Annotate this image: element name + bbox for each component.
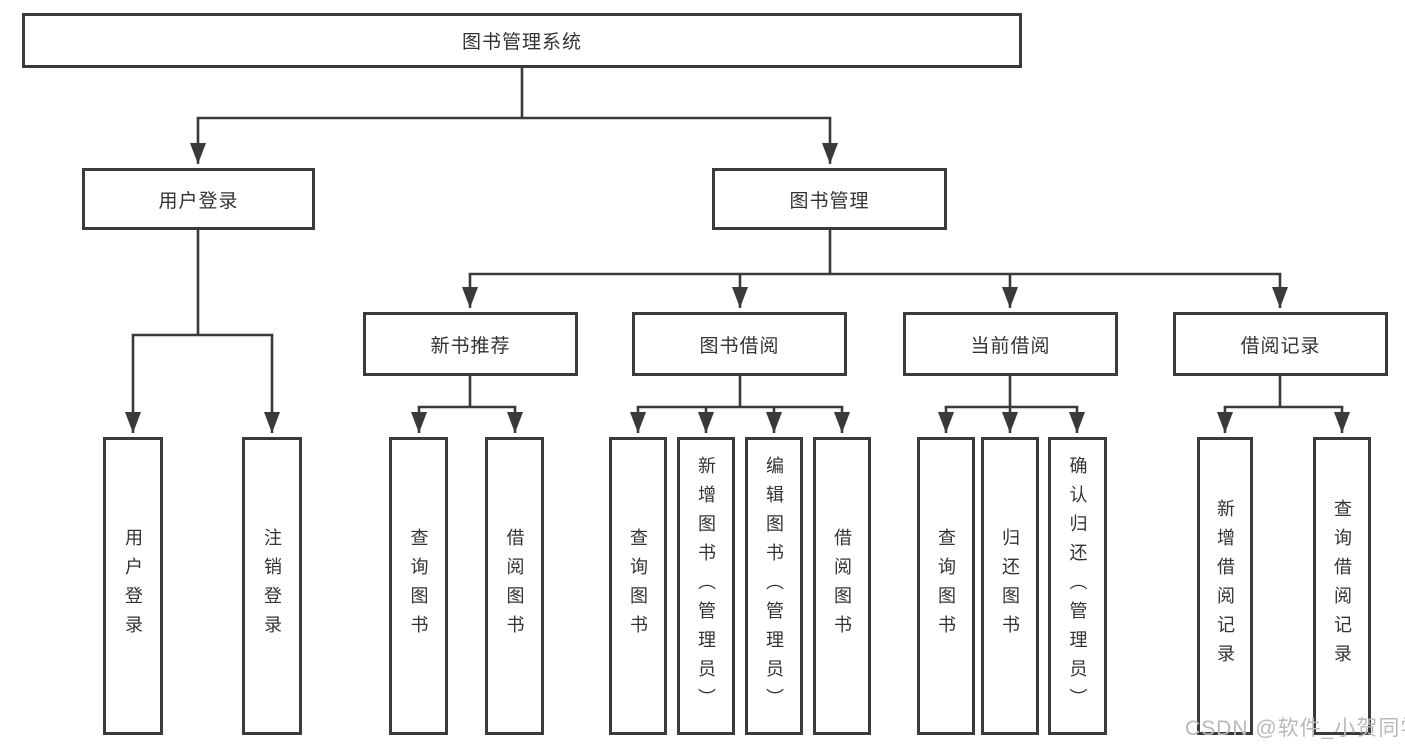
leaf-return-books-label: 归还图书: [1000, 528, 1020, 644]
leaf-query-books-recommend-label: 查询图书: [408, 528, 429, 644]
leaf-edit-books-admin-label: 编辑图书（管理员）: [764, 455, 784, 717]
node-user-login-label: 用户登录: [158, 190, 239, 212]
node-current-borrowing-label: 当前借阅: [970, 335, 1051, 357]
leaf-query-borrow-record: 查询借阅记录: [1313, 437, 1371, 735]
leaf-logout-login: 注销登录: [242, 437, 302, 735]
leaf-query-books-borrowing-label: 查询图书: [628, 528, 648, 644]
leaf-confirm-return-admin-label: 确认归还（管理员）: [1067, 455, 1088, 717]
leaf-add-borrow-record-label: 新增借阅记录: [1215, 499, 1235, 673]
leaf-return-books: 归还图书: [981, 437, 1039, 735]
leaf-add-borrow-record: 新增借阅记录: [1197, 437, 1253, 735]
leaf-add-books-admin-label: 新增图书（管理员）: [696, 455, 716, 717]
leaf-confirm-return-admin: 确认归还（管理员）: [1048, 437, 1107, 735]
leaf-query-books-current: 查询图书: [917, 437, 975, 735]
node-root-label: 图书管理系统: [461, 32, 582, 53]
leaf-borrow-books-recommend-label: 借阅图书: [504, 528, 525, 644]
node-borrowing-records-label: 借阅记录: [1240, 335, 1321, 357]
leaf-query-books-borrowing: 查询图书: [609, 437, 667, 735]
node-book-borrowing: 图书借阅: [632, 312, 847, 376]
leaf-add-books-admin: 新增图书（管理员）: [677, 437, 735, 735]
node-user-login: 用户登录: [82, 168, 315, 230]
leaf-edit-books-admin: 编辑图书（管理员）: [745, 437, 803, 735]
node-root: 图书管理系统: [22, 13, 1022, 68]
leaf-borrow-books-borrowing: 借阅图书: [813, 437, 871, 735]
leaf-borrow-books-recommend: 借阅图书: [485, 437, 544, 735]
leaf-logout-login-label: 注销登录: [262, 528, 282, 644]
leaf-query-books-current-label: 查询图书: [936, 528, 956, 644]
leaf-query-books-recommend: 查询图书: [389, 437, 448, 735]
node-borrowing-records: 借阅记录: [1173, 312, 1388, 376]
node-book-management-label: 图书管理: [789, 190, 870, 212]
node-current-borrowing: 当前借阅: [903, 312, 1118, 376]
leaf-query-borrow-record-label: 查询借阅记录: [1332, 499, 1352, 673]
leaf-user-login: 用户登录: [103, 437, 163, 735]
node-book-management: 图书管理: [712, 168, 947, 230]
node-new-book-recommend: 新书推荐: [363, 312, 578, 376]
node-new-book-recommend-label: 新书推荐: [430, 335, 511, 357]
csdn-watermark: CSDN @软件_小贺同学: [1185, 717, 1405, 740]
leaf-borrow-books-borrowing-label: 借阅图书: [832, 528, 852, 644]
node-book-borrowing-label: 图书借阅: [699, 335, 780, 357]
leaf-user-login-label: 用户登录: [123, 528, 143, 644]
